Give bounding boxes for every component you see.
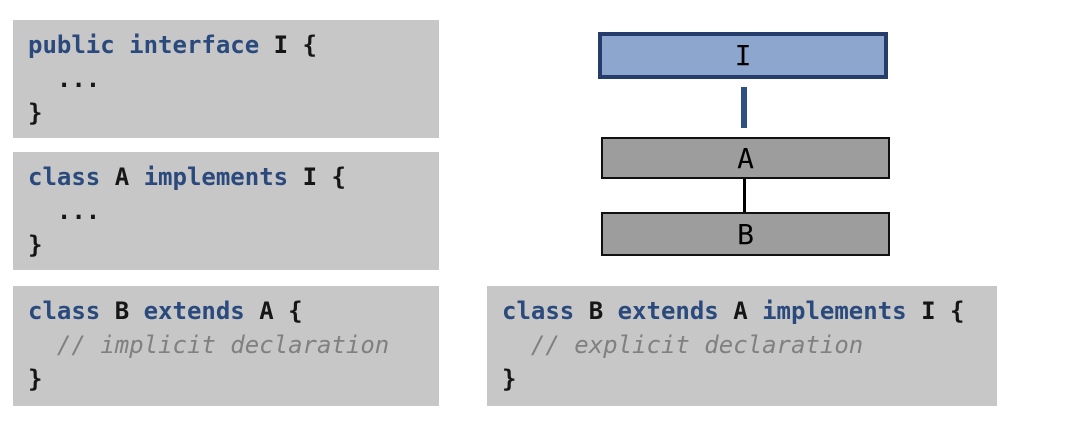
diagram-node-interface-i: I	[598, 32, 888, 79]
code-block-class-a-implements-i: class A implements I { ...}	[13, 152, 439, 270]
code-block-class-b-extends-a-implements-i-explicit: class B extends A implements I { // expl…	[487, 286, 997, 406]
implements-connector-line	[741, 87, 747, 128]
code-block-class-b-extends-a-implicit: class B extends A { // implicit declarat…	[13, 286, 439, 406]
class-a-label: A	[737, 141, 754, 175]
interface-i-label: I	[734, 39, 752, 72]
code-block-public-interface-i: public interface I { ...}	[13, 20, 439, 138]
diagram-node-class-a: A	[601, 137, 890, 179]
extends-connector-line	[743, 179, 746, 212]
class-b-label: B	[737, 217, 754, 251]
diagram-node-class-b: B	[601, 212, 890, 256]
